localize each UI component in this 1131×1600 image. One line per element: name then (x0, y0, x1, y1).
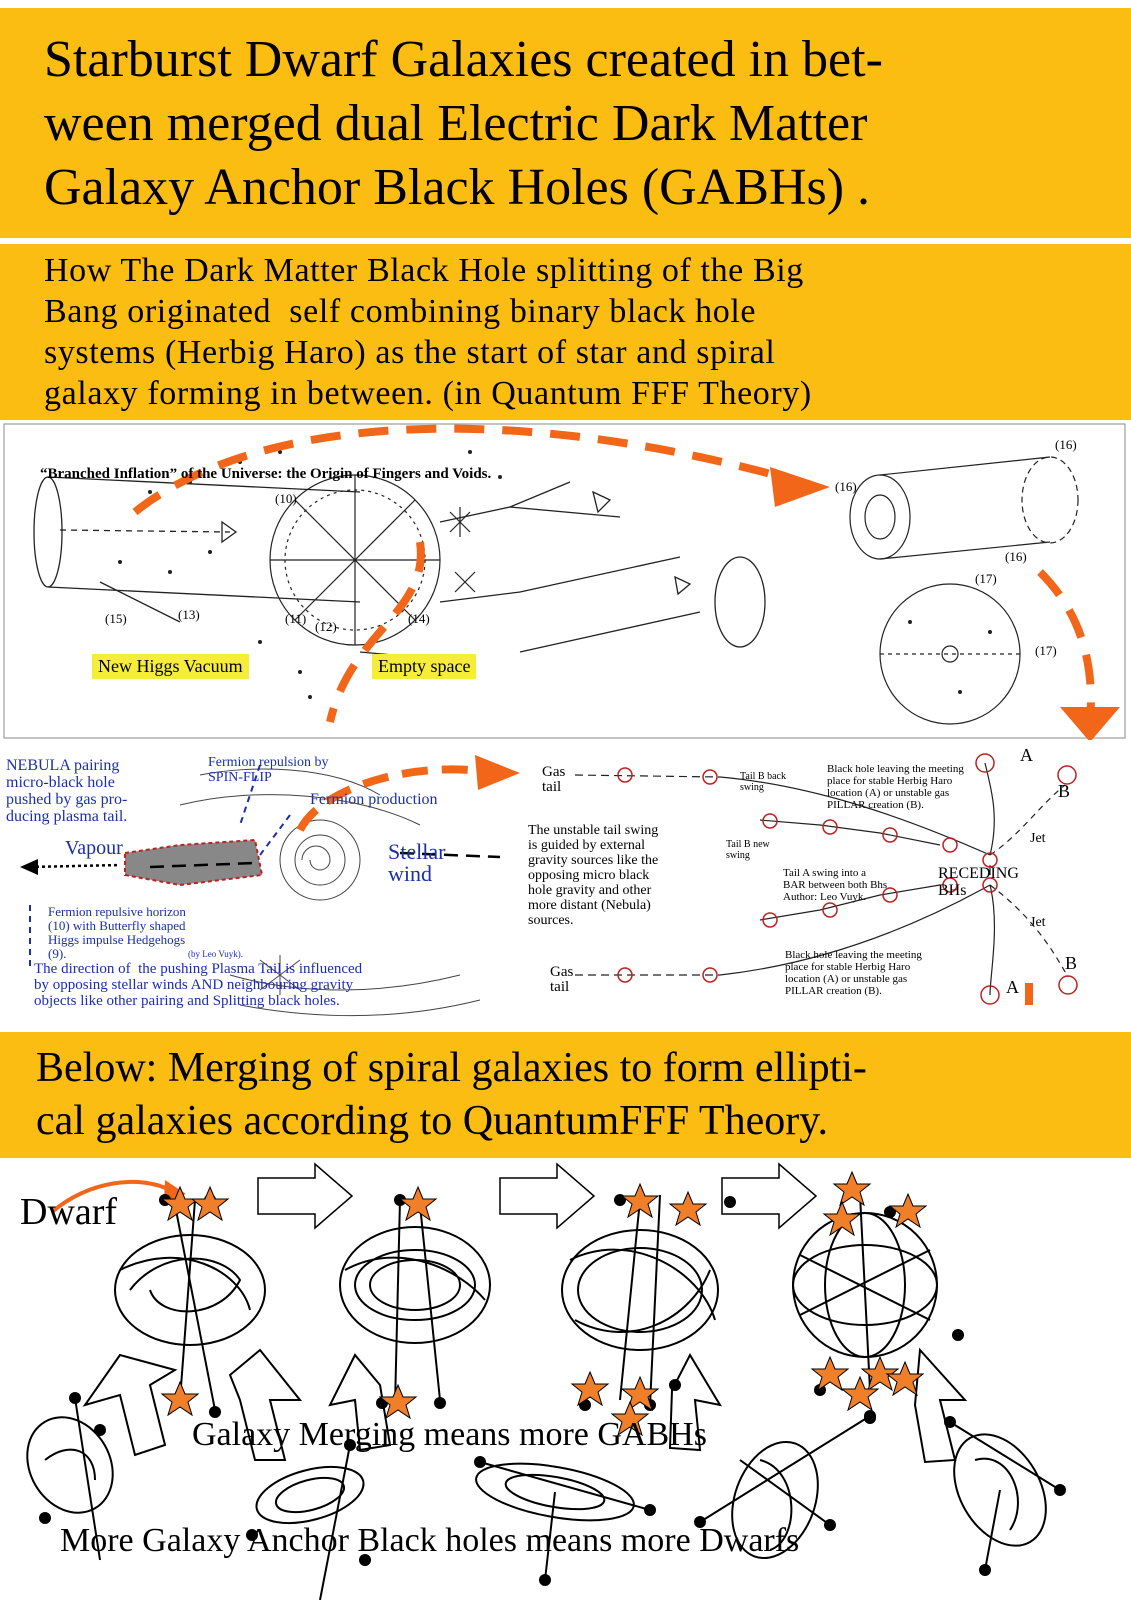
bottom-galaxies (26, 1397, 1061, 1600)
panel-border (3, 423, 1126, 739)
inflation-number: (10) (275, 491, 297, 506)
merging-diagram (26, 1162, 1066, 1600)
receding-bhs-text: RECEDING BHs (938, 865, 1019, 899)
by-leo-vuyk: (by Leo Vuyk). (188, 949, 244, 959)
nebula-panel: NEBULA pairing micro-black hole pushed b… (0, 745, 520, 1030)
vapour-text: Vapour (65, 837, 123, 859)
inflation-circle-right (879, 583, 1021, 725)
inflation-number: (14) (408, 611, 430, 626)
inflation-cylinder-left (33, 476, 361, 603)
herbig-haro-diagram (574, 753, 1078, 1005)
fermion-production-text: Fermion production (310, 791, 438, 808)
fermion-repulsion-text: Fermion repulsion by SPIN-FLIP (208, 755, 329, 785)
nebula-diagram (20, 755, 520, 1017)
plasma-tail (124, 838, 264, 887)
inflation-number: (11) (285, 611, 307, 626)
below-band: Below: Merging of spiral galaxies to for… (0, 1032, 1131, 1158)
inflation-number: (15) (105, 611, 127, 626)
tail-a-text: Tail A swing into a BAR between both Bhs… (783, 867, 888, 903)
inflation-cylinder-right (849, 456, 1079, 560)
jet-label-top: Jet (1030, 831, 1046, 846)
inflation-dots (118, 450, 992, 699)
merging-caption-1: Galaxy Merging means more GABHs (192, 1416, 707, 1453)
vapour-arrows (29, 851, 501, 869)
orange-arrowhead-2 (1060, 707, 1120, 740)
leaving-bottom-text: Black hole leaving the meeting place for… (785, 949, 922, 997)
gas-tail-top: Gas tail (542, 764, 566, 795)
inflation-number: (17) (975, 571, 997, 586)
inflation-number: (13) (178, 607, 200, 622)
leaving-top-text: Black hole leaving the meeting place for… (827, 763, 964, 811)
label-b-bottom: B (1065, 953, 1078, 973)
direction-text: The direction of the pushing Plasma Tail… (34, 961, 363, 1009)
blue-dashed-lines (29, 764, 291, 970)
inflation-heading: “Branched Inflation” of the Universe: th… (40, 466, 492, 482)
nebula-pairing-text: NEBULA pairing micro-black hole pushed b… (6, 757, 128, 825)
subtitle-band: How The Dark Matter Black Hole splitting… (0, 244, 1131, 420)
tail-b-new-label: Tail B new swing (726, 839, 770, 861)
gas-tail-bottom: Gas tail (550, 964, 574, 995)
label-a-top: A (1020, 745, 1033, 765)
inflation-number: (12) (315, 619, 337, 634)
tail-b-back-label: Tail B back swing (740, 771, 786, 793)
inflation-number: (16) (1055, 437, 1077, 452)
label-a-bottom: A (1006, 977, 1019, 997)
higgs-label: New Higgs Vacuum (92, 654, 249, 679)
inflation-number: (17) (1035, 643, 1057, 658)
galaxy-stage-4 (792, 1194, 968, 1464)
inflation-panel: “Branched Inflation” of the Universe: th… (0, 422, 1131, 740)
inflation-number: (16) (835, 479, 857, 494)
inflation-number: (16) (1005, 549, 1027, 564)
inflation-branches (99, 481, 766, 663)
nebula-orange-arrow (296, 765, 471, 832)
below-caption: Below: Merging of spiral galaxies to for… (36, 1045, 867, 1144)
inflation-sphere (269, 474, 476, 646)
horizon-text: Fermion repulsive horizon (10) with Butt… (48, 904, 186, 961)
stellar-wind-text: Stellar wind (388, 839, 446, 886)
herbig-haro-panel: Gas tail Gas tail Tail B back swing Tail… (520, 745, 1131, 1030)
merging-caption-2: More Galaxy Anchor Black holes means mor… (60, 1522, 800, 1559)
unstable-text: The unstable tail swing is guided by ext… (528, 823, 659, 928)
stage-arrows (257, 1162, 818, 1230)
merging-panel: Dwarf Galaxy Merging means more GABHs Mo… (0, 1160, 1131, 1600)
orange-arrowhead-1 (770, 467, 830, 507)
inflation-diagram (3, 423, 1126, 740)
jet-label-bottom: Jet (1030, 915, 1046, 930)
dwarf-label: Dwarf (20, 1191, 118, 1233)
inflation-orange-path (132, 424, 1095, 723)
label-b-top: B (1058, 781, 1071, 801)
title-band: Starburst Dwarf Galaxies created in bet-… (0, 8, 1131, 238)
nebula-field-lines (179, 768, 481, 1017)
herbig-circles (617, 753, 1078, 1005)
dwarf-arrow (50, 1179, 171, 1214)
page-subtitle: How The Dark Matter Black Hole splitting… (44, 252, 812, 412)
galaxy-stage-2 (328, 1199, 491, 1452)
galaxy-stage-3 (561, 1194, 723, 1452)
page-title: Starburst Dwarf Galaxies created in bet-… (44, 31, 883, 216)
empty-space-label: Empty space (372, 654, 477, 679)
galaxy-stage-1 (82, 1199, 303, 1461)
